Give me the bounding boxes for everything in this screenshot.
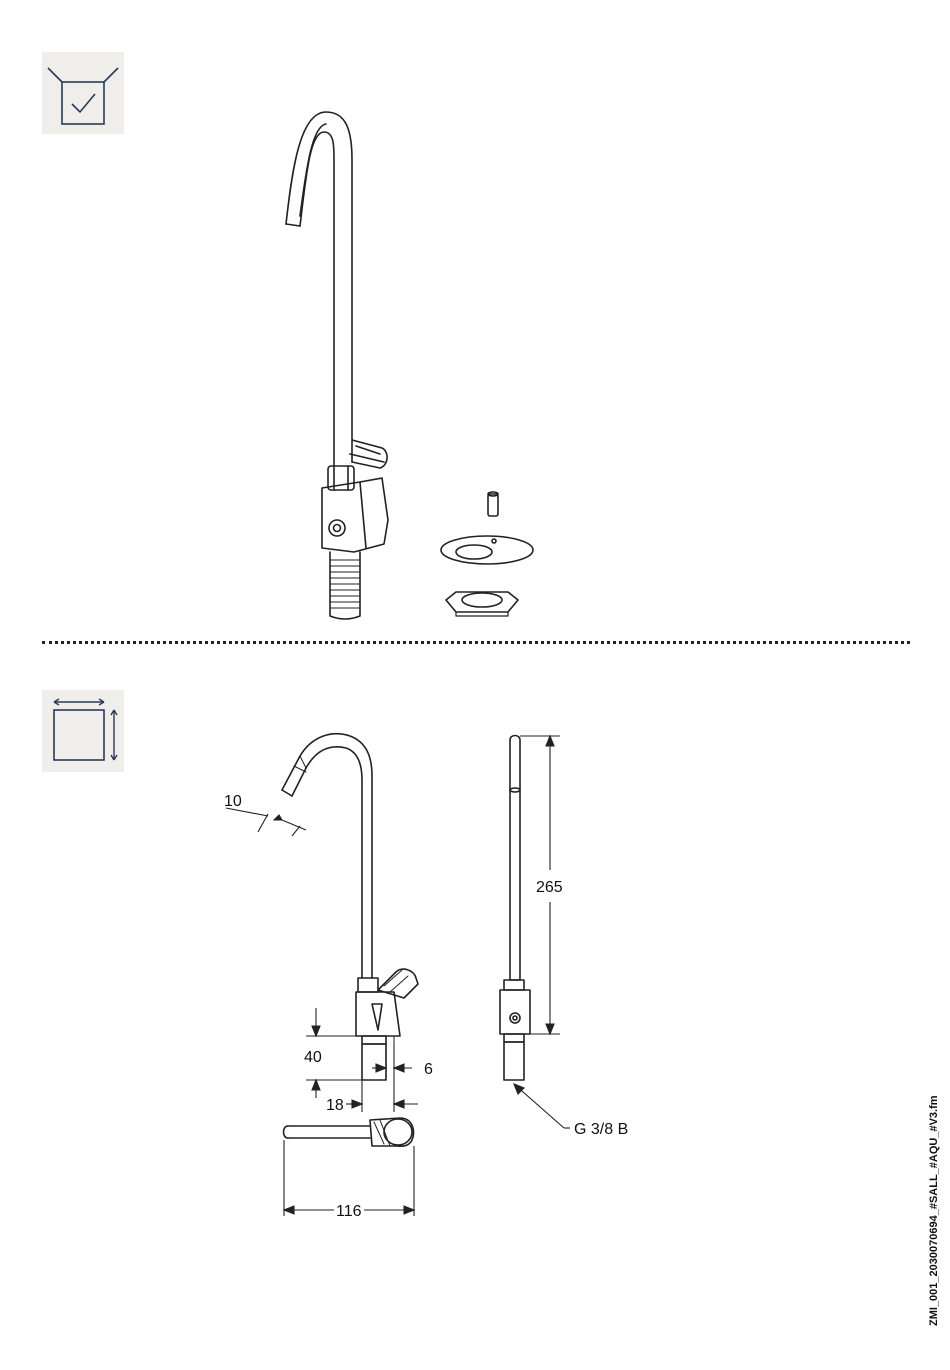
side-view-drawing [500,736,530,1081]
dim-reach: 116 [336,1203,362,1220]
accessories-illustration [441,492,533,616]
faucet-illustration [286,112,388,619]
dim-connection-thread: G 3/8 B [574,1121,628,1138]
top-view-drawing [284,1118,414,1146]
dim-shank-width: 18 [326,1097,344,1114]
dim-thread-offset: 6 [424,1061,433,1078]
front-view-drawing [282,734,418,1080]
dim-outlet-diameter: 10 [224,793,242,810]
document-reference: ZMI_001_2030070694_#SALL_#AQU_#V3.fm [928,1036,944,1326]
dim-height: 265 [536,879,563,896]
dim-body-height: 40 [304,1049,322,1066]
